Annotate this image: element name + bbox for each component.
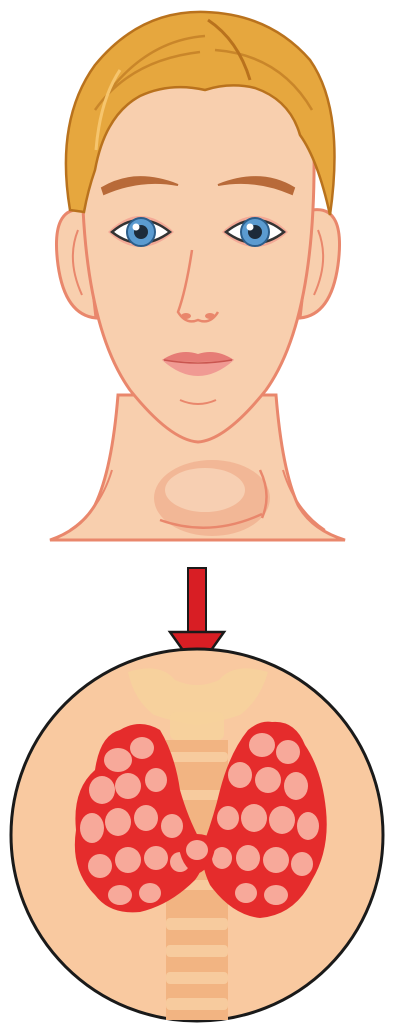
- neck-swelling: [154, 460, 270, 536]
- face: [82, 65, 314, 442]
- thyroid-magnified-view: [11, 649, 383, 1021]
- head-figure: [50, 12, 345, 540]
